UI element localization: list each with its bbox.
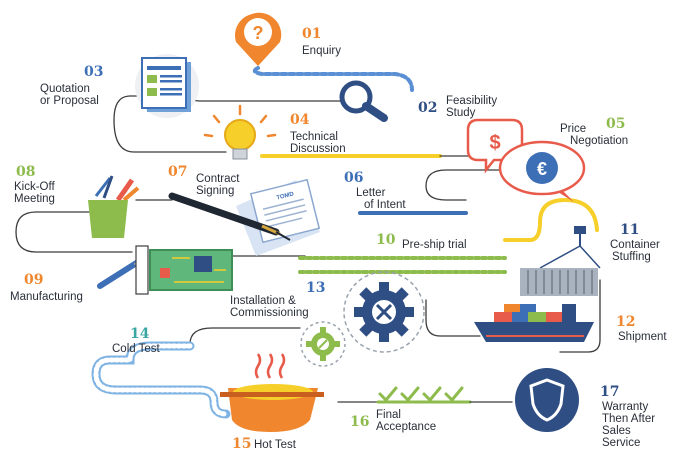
step-number-12: 12: [616, 314, 635, 330]
lightbulb-icon: [203, 104, 277, 160]
circuit-board-icon: [97, 245, 233, 295]
step-label-preship: Pre-ship trial: [402, 239, 467, 251]
step-label-final: Final Acceptance: [376, 409, 436, 433]
step-label-shipment: Shipment: [618, 331, 667, 343]
dollar-glyph: $: [489, 132, 500, 154]
step-label-technical: Technical Discussion: [290, 131, 346, 155]
step-label-quotation: Quotation or Proposal: [40, 83, 99, 107]
step-number-05: 05: [606, 116, 625, 132]
pen-contract-icon: [168, 192, 291, 241]
step-number-04: 04: [290, 112, 310, 128]
step-label-installation: Installation & Commissioning: [230, 295, 309, 319]
step-number-09: 09: [24, 272, 43, 288]
currency-bubbles-icon: $ €: [466, 118, 586, 202]
step-label-contract: Contract Signing: [196, 173, 243, 197]
step-label-hot: Hot Test: [254, 439, 297, 451]
step-label-feasibility: Feasibility Study: [446, 95, 500, 119]
step-number-07: 07: [168, 164, 187, 180]
step-number-01: 01: [302, 26, 321, 42]
step-label-manufacturing: Manufacturing: [10, 291, 83, 303]
step-label-letter: Letter of Intent: [356, 187, 406, 211]
container-crane-icon: [520, 226, 601, 296]
flow-path: [15, 66, 601, 419]
step-number-08: 08: [16, 164, 35, 180]
step-labels: Enquiry Feasibility Study Quotation or P…: [10, 45, 667, 451]
step-number-06: 06: [344, 170, 363, 186]
letter-heading-text: TOMD: [276, 191, 295, 201]
step-label-container: Container Stuffing: [610, 239, 663, 263]
euro-glyph: €: [537, 159, 547, 179]
step-number-16: 16: [350, 414, 369, 430]
step-label-enquiry: Enquiry: [302, 45, 341, 57]
step-number-13: 13: [306, 280, 325, 296]
step-number-17: 17: [600, 384, 619, 400]
step-label-cold: Cold Test: [112, 343, 161, 355]
document-icon: [135, 54, 199, 118]
step-label-kickoff: Kick-Off Meeting: [14, 181, 58, 205]
gear-tools-icon: [300, 271, 425, 367]
step-label-price: Price Negotiation: [560, 123, 628, 147]
step-number-14: 14: [130, 326, 150, 342]
step-number-03: 03: [84, 64, 103, 80]
pencil-cup-icon: [88, 175, 140, 238]
hot-pot-icon: [220, 353, 324, 432]
magnifier-icon: [339, 80, 388, 122]
question-pin-icon: ?: [234, 12, 282, 67]
checkmarks-icon: [378, 386, 464, 403]
step-number-11: 11: [620, 222, 639, 238]
shield-icon: [515, 368, 579, 432]
step-number-10: 10: [376, 232, 396, 248]
question-mark-glyph: ?: [253, 23, 264, 43]
step-label-warranty: Warranty Then After Sales Service: [602, 401, 658, 449]
step-number-02: 02: [418, 100, 437, 116]
step-number-15: 15: [232, 436, 251, 452]
step-numbers: 01 02 03 04 05 06 07 08 09 10 11 12 13 1…: [16, 26, 639, 452]
cargo-ship-icon: [474, 304, 594, 342]
letter-icon: TOMD: [236, 178, 321, 256]
